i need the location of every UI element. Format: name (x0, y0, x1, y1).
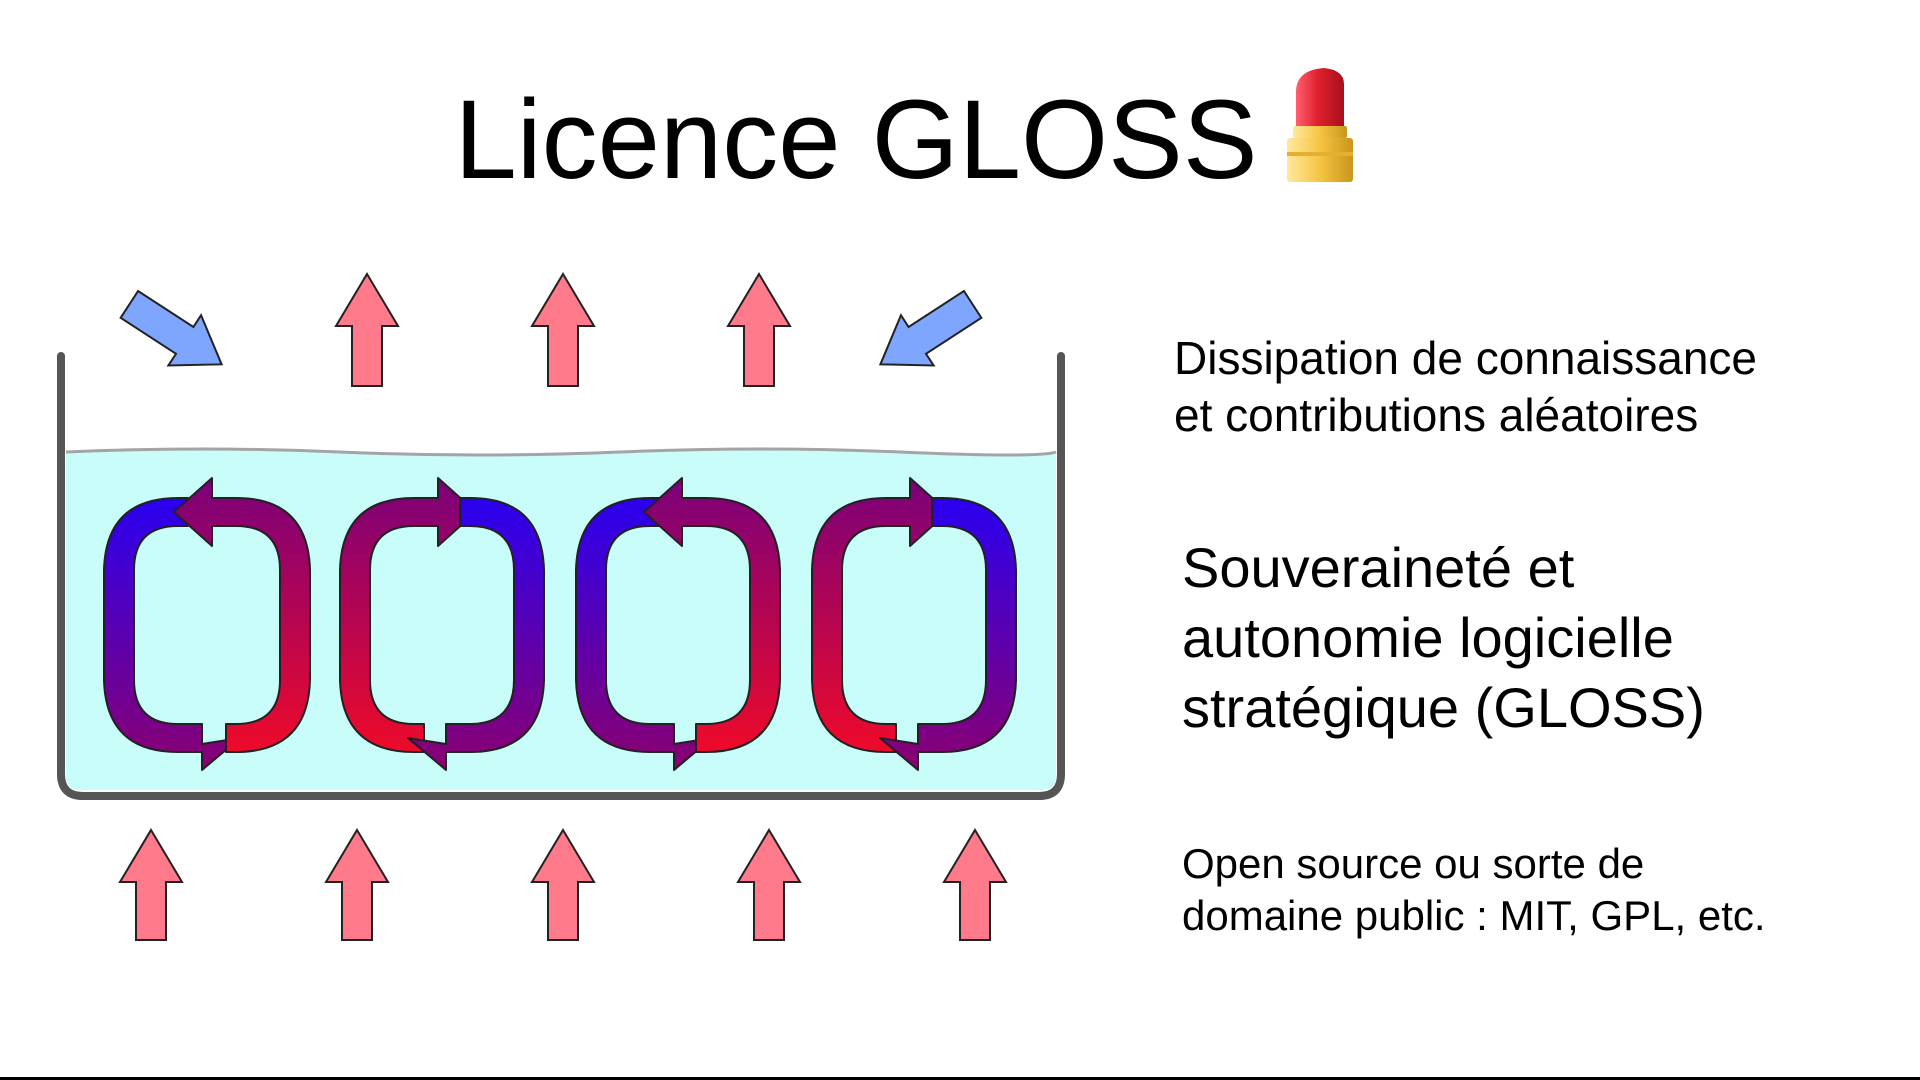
open-source-label: Open source ou sorte de domaine public :… (1182, 840, 1766, 939)
heat-input-arrow (530, 828, 596, 941)
dissipation-arrows (119, 272, 983, 387)
heat-input-arrow (736, 828, 802, 941)
convection-arrow (811, 477, 949, 753)
heat-input-arrow (324, 828, 390, 941)
water-surface (65, 447, 1057, 457)
convection-cells (103, 477, 1017, 771)
inflow-arrow-right (878, 289, 983, 367)
lipstick-icon (1284, 66, 1356, 216)
dissipation-label: Dissipation de connaissance et contribut… (1174, 332, 1758, 441)
convection-arrow (879, 497, 1017, 771)
page-title: Licence GLOSS (0, 68, 1810, 216)
tank-outline (57, 352, 1065, 800)
title-text: Licence GLOSS (454, 77, 1258, 202)
convection-arrow (643, 477, 781, 753)
convection-arrow (407, 497, 545, 771)
heat-up-arrow (334, 272, 400, 387)
heat-input-arrows (118, 828, 1008, 941)
convection-arrow (173, 477, 311, 753)
heat-up-arrow (726, 272, 792, 387)
heat-input-arrow (942, 828, 1008, 941)
sovereignty-label: Souveraineté et autonomie logicielle str… (1182, 536, 1705, 739)
convection-arrow (339, 477, 477, 753)
heat-input-arrow (118, 828, 184, 941)
heat-up-arrow (530, 272, 596, 387)
inflow-arrow-left (119, 289, 224, 367)
water (66, 449, 1056, 790)
tank (57, 352, 1065, 800)
